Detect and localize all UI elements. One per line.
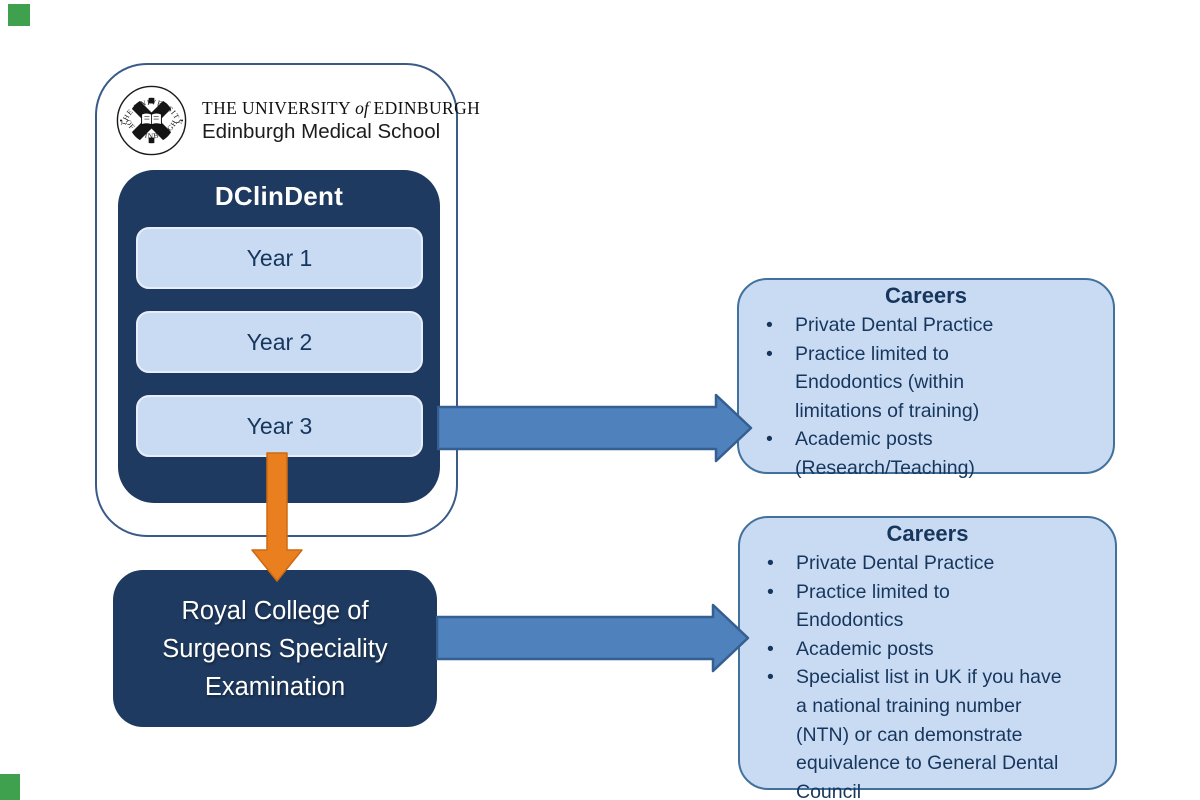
careers-item-text: Practice limited to bbox=[795, 342, 949, 365]
bullet-marker: • bbox=[766, 428, 773, 451]
year-list: Year 1 Year 2 Year 3 bbox=[136, 227, 423, 457]
careers-list-row: • Specialist list in UK if you have bbox=[758, 663, 1107, 692]
bullet-marker bbox=[757, 397, 795, 426]
careers-item-text: Specialist list in UK if you have bbox=[796, 666, 1062, 689]
bullet-marker bbox=[758, 692, 796, 721]
university-name: THE UNIVERSITY of EDINBURGH bbox=[202, 97, 481, 118]
year-label: Year 2 bbox=[246, 328, 313, 355]
careers-item-text: (Research/Teaching) bbox=[795, 456, 975, 479]
careers-item-text: Council bbox=[796, 780, 862, 800]
careers-item-text: Private Dental Practice bbox=[795, 314, 994, 336]
careers-item-text: a national training number bbox=[796, 694, 1022, 717]
bullet-marker bbox=[758, 749, 796, 778]
down-arrow bbox=[251, 452, 303, 582]
green-marker-bottom-left bbox=[0, 774, 20, 800]
careers-list-row: limitations of training) bbox=[757, 397, 1105, 426]
medical-school-name: Edinburgh Medical School bbox=[202, 119, 441, 143]
year-box: Year 1 bbox=[136, 227, 423, 289]
careers-item-text: Academic posts bbox=[795, 428, 933, 451]
careers-item-text: equivalence to General Dental bbox=[796, 752, 1059, 775]
careers-list: • Private Dental Practice • Practice lim… bbox=[739, 309, 1113, 483]
careers-item-text: limitations of training) bbox=[795, 399, 980, 422]
careers-box-specialist: Careers • Private Dental Practice • Prac… bbox=[738, 516, 1117, 800]
bullet-marker: • bbox=[767, 580, 774, 603]
careers-list-row: • Private Dental Practice bbox=[758, 549, 1107, 578]
bullet-marker: • bbox=[767, 637, 774, 660]
careers-item-text: Practice limited to bbox=[796, 580, 950, 603]
careers-list-row: • Academic posts bbox=[758, 635, 1107, 664]
careers-list-row: Council bbox=[758, 778, 1107, 800]
careers-item-text: Endodontics bbox=[796, 609, 904, 632]
rcs-exam-line: Royal College of bbox=[181, 596, 369, 625]
careers-list-row: • Private Dental Practice bbox=[757, 311, 1105, 340]
careers-list-row: • Practice limited to bbox=[757, 340, 1105, 369]
careers-list-row: (NTN) or can demonstrate bbox=[758, 721, 1107, 750]
careers-list: • Private Dental Practice • Practice lim… bbox=[740, 547, 1115, 800]
careers-list-row: (Research/Teaching) bbox=[757, 454, 1105, 483]
year-label: Year 1 bbox=[246, 244, 313, 271]
careers-box-dclindent: Careers • Private Dental Practice • Prac… bbox=[737, 278, 1115, 479]
university-crest-icon: THE UNIVERSITY OF EDINBURGH bbox=[116, 85, 187, 156]
bullet-marker bbox=[758, 721, 796, 750]
dclindent-title: DClinDent bbox=[214, 181, 344, 211]
arrow-year3-to-careers bbox=[437, 393, 753, 463]
bullet-marker bbox=[757, 454, 795, 483]
green-marker-top-left bbox=[8, 4, 30, 26]
careers-list-row: • Academic posts bbox=[757, 425, 1105, 454]
bullet-marker bbox=[758, 778, 796, 800]
careers-item-text: Private Dental Practice bbox=[796, 552, 995, 574]
careers-item-text: (NTN) or can demonstrate bbox=[796, 723, 1023, 746]
bullet-marker bbox=[758, 606, 796, 635]
year-label: Year 3 bbox=[246, 412, 313, 439]
careers-title: Careers bbox=[885, 283, 967, 308]
rcs-exam-line: Surgeons Speciality bbox=[162, 634, 388, 663]
careers-list-row: equivalence to General Dental bbox=[758, 749, 1107, 778]
crest-book bbox=[141, 112, 162, 126]
bullet-marker: • bbox=[766, 314, 773, 336]
careers-list-row: Endodontics bbox=[758, 606, 1107, 635]
bullet-marker bbox=[757, 368, 795, 397]
year-box: Year 2 bbox=[136, 311, 423, 373]
careers-title: Careers bbox=[886, 521, 969, 546]
bullet-marker: • bbox=[767, 666, 774, 689]
university-wordmark: THE UNIVERSITY of EDINBURGH Edinburgh Me… bbox=[202, 98, 480, 144]
year-box: Year 3 bbox=[136, 395, 423, 457]
bullet-marker: • bbox=[766, 342, 773, 365]
careers-item-text: Endodontics (within bbox=[795, 371, 965, 394]
careers-list-row: • Practice limited to bbox=[758, 578, 1107, 607]
rcs-exam-line: Examination bbox=[204, 672, 346, 701]
careers-list-row: Endodontics (within bbox=[757, 368, 1105, 397]
careers-item-text: Academic posts bbox=[796, 637, 934, 660]
university-name-of: of bbox=[355, 97, 369, 118]
university-logo-row: THE UNIVERSITY OF EDINBURGH bbox=[116, 85, 480, 156]
careers-list-row: a national training number bbox=[758, 692, 1107, 721]
bullet-marker: • bbox=[767, 552, 774, 574]
arrow-exam-to-careers bbox=[436, 603, 750, 673]
